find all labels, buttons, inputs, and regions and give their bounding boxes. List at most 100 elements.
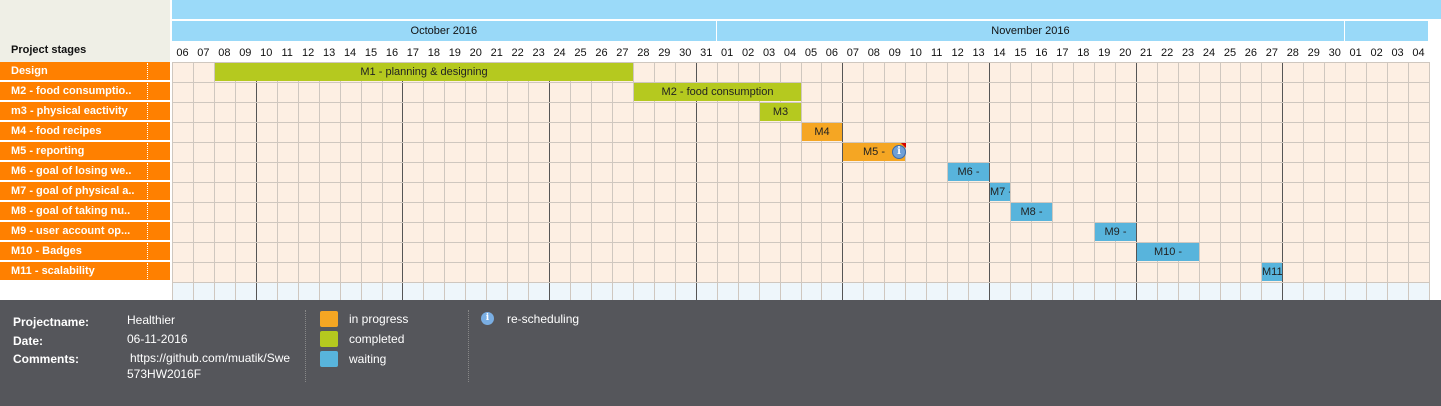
day-tick-label: 04	[783, 47, 797, 59]
task-label-row[interactable]: M11 - scalability	[0, 262, 170, 281]
day-tick-label: 23	[1181, 47, 1195, 59]
empty-label-row	[0, 282, 170, 300]
day-tick-label: 10	[260, 47, 273, 59]
date-key: Date:	[13, 334, 44, 348]
day-tick-label: 14	[343, 47, 357, 59]
gantt-bar[interactable]: M1 - planning & designing	[215, 63, 633, 81]
label-separator	[147, 263, 148, 279]
comments-key: Comments:	[13, 352, 80, 366]
day-tick-label: 20	[469, 47, 482, 59]
legend-label-rescheduling: re-scheduling	[507, 312, 580, 326]
task-label-row[interactable]: m3 - physical eactivity	[0, 102, 170, 121]
day-tick-label: 15	[364, 47, 378, 59]
task-label-row[interactable]: M8 - goal of taking nu..	[0, 202, 170, 221]
day-tick-label: 11	[281, 47, 293, 59]
task-label-row[interactable]: M4 - food recipes	[0, 122, 170, 141]
legend-swatch-completed	[320, 331, 338, 347]
day-tick-label: 18	[427, 47, 440, 59]
month-header	[1345, 21, 1429, 41]
gantt-bar[interactable]: M11	[1262, 263, 1282, 281]
day-tick-label: 17	[1056, 47, 1069, 59]
label-separator	[147, 243, 148, 259]
day-tick-label: 29	[658, 47, 671, 59]
task-label: M4 - food recipes	[11, 125, 102, 137]
day-tick-label: 25	[1223, 47, 1237, 59]
day-tick-label: 16	[1035, 47, 1048, 59]
day-tick-label: 23	[532, 47, 545, 59]
task-label-row[interactable]: M7 - goal of physical a..	[0, 182, 170, 201]
task-label-row[interactable]: Design	[0, 62, 170, 81]
gantt-bar[interactable]: M5 -	[843, 143, 905, 161]
gantt-bar[interactable]: M7 -	[990, 183, 1010, 201]
day-tick-label: 28	[637, 47, 650, 59]
day-tick-label: 27	[616, 47, 629, 59]
gantt-bar[interactable]: M6 -	[948, 163, 989, 181]
day-tick-label: 21	[1140, 47, 1153, 59]
legend-swatch-in-progress	[320, 311, 338, 327]
label-separator	[147, 183, 148, 199]
day-tick-label: 21	[490, 47, 503, 59]
reschedule-flag	[901, 143, 906, 148]
project-name-key: Projectname:	[13, 315, 90, 329]
day-tick-label: 01	[1349, 47, 1362, 59]
day-tick-label: 07	[197, 47, 210, 59]
day-tick-label: 20	[1119, 47, 1132, 59]
task-label: M6 - goal of losing we..	[11, 165, 132, 177]
footer-divider	[468, 310, 469, 382]
day-tick-label: 28	[1286, 47, 1299, 59]
label-separator	[147, 143, 148, 159]
task-label: M5 - reporting	[11, 145, 85, 157]
day-tick-label: 11	[930, 47, 943, 59]
day-tick-label: 13	[972, 47, 985, 59]
task-label: M9 - user account op...	[11, 225, 131, 237]
gantt-bar[interactable]: M2 - food consumption	[634, 83, 801, 101]
day-tick-label: 27	[1265, 47, 1278, 59]
gantt-bar[interactable]: M4	[802, 123, 842, 141]
day-tick-label: 12	[302, 47, 315, 59]
task-label-row[interactable]: M10 - Badges	[0, 242, 170, 261]
day-tick-label: 25	[574, 47, 587, 59]
timeline-top-band	[172, 0, 1441, 19]
footer-divider	[305, 310, 306, 382]
comments-line-2: 573HW2016F	[127, 367, 202, 381]
task-label: M8 - goal of taking nu..	[11, 205, 131, 217]
label-separator	[147, 163, 148, 179]
day-tick-label: 17	[406, 47, 420, 59]
day-tick-label: 07	[846, 47, 859, 59]
date-value: 06-11-2016	[127, 332, 188, 346]
day-tick-label: 08	[218, 47, 231, 59]
day-tick-label: 13	[322, 47, 336, 59]
day-tick-label: 22	[1160, 47, 1174, 59]
day-tick-label: 04	[1412, 47, 1425, 59]
task-label-row[interactable]: M2 - food consumptio..	[0, 82, 170, 101]
task-label-row[interactable]: M9 - user account op...	[0, 222, 170, 241]
month-header: October 2016	[172, 21, 717, 41]
task-label-row[interactable]: M6 - goal of losing we..	[0, 162, 170, 181]
project-name-value: Healthier	[127, 313, 176, 327]
day-tick-label: 18	[1077, 47, 1090, 59]
legend-swatch-waiting	[320, 351, 338, 367]
gantt-bar[interactable]: M8 -	[1011, 203, 1052, 221]
day-tick-label: 09	[239, 47, 252, 59]
day-tick-label: 30	[1328, 47, 1341, 59]
task-label-row[interactable]: M5 - reporting	[0, 142, 170, 161]
gantt-bar[interactable]: M10 -	[1137, 243, 1199, 261]
day-tick-label: 02	[1370, 47, 1383, 59]
day-tick-label: 03	[762, 47, 776, 59]
comments-line-1: https://github.com/muatik/Swe	[130, 351, 291, 365]
task-label: M7 - goal of physical a..	[11, 185, 135, 197]
gantt-bar[interactable]: M3	[760, 103, 801, 121]
label-separator	[147, 103, 148, 119]
label-separator	[147, 83, 148, 99]
day-tick-label: 03	[1391, 47, 1404, 59]
rescheduling-info-icon[interactable]: i	[892, 145, 906, 159]
day-tick-label: 15	[1014, 47, 1027, 59]
task-label: M2 - food consumptio..	[11, 85, 132, 97]
day-tick-label: 19	[448, 47, 461, 59]
gantt-bar[interactable]: M9 -	[1095, 223, 1136, 241]
legend-label-waiting: waiting	[349, 352, 387, 366]
day-tick-label: 08	[867, 47, 880, 59]
label-separator	[147, 203, 148, 219]
